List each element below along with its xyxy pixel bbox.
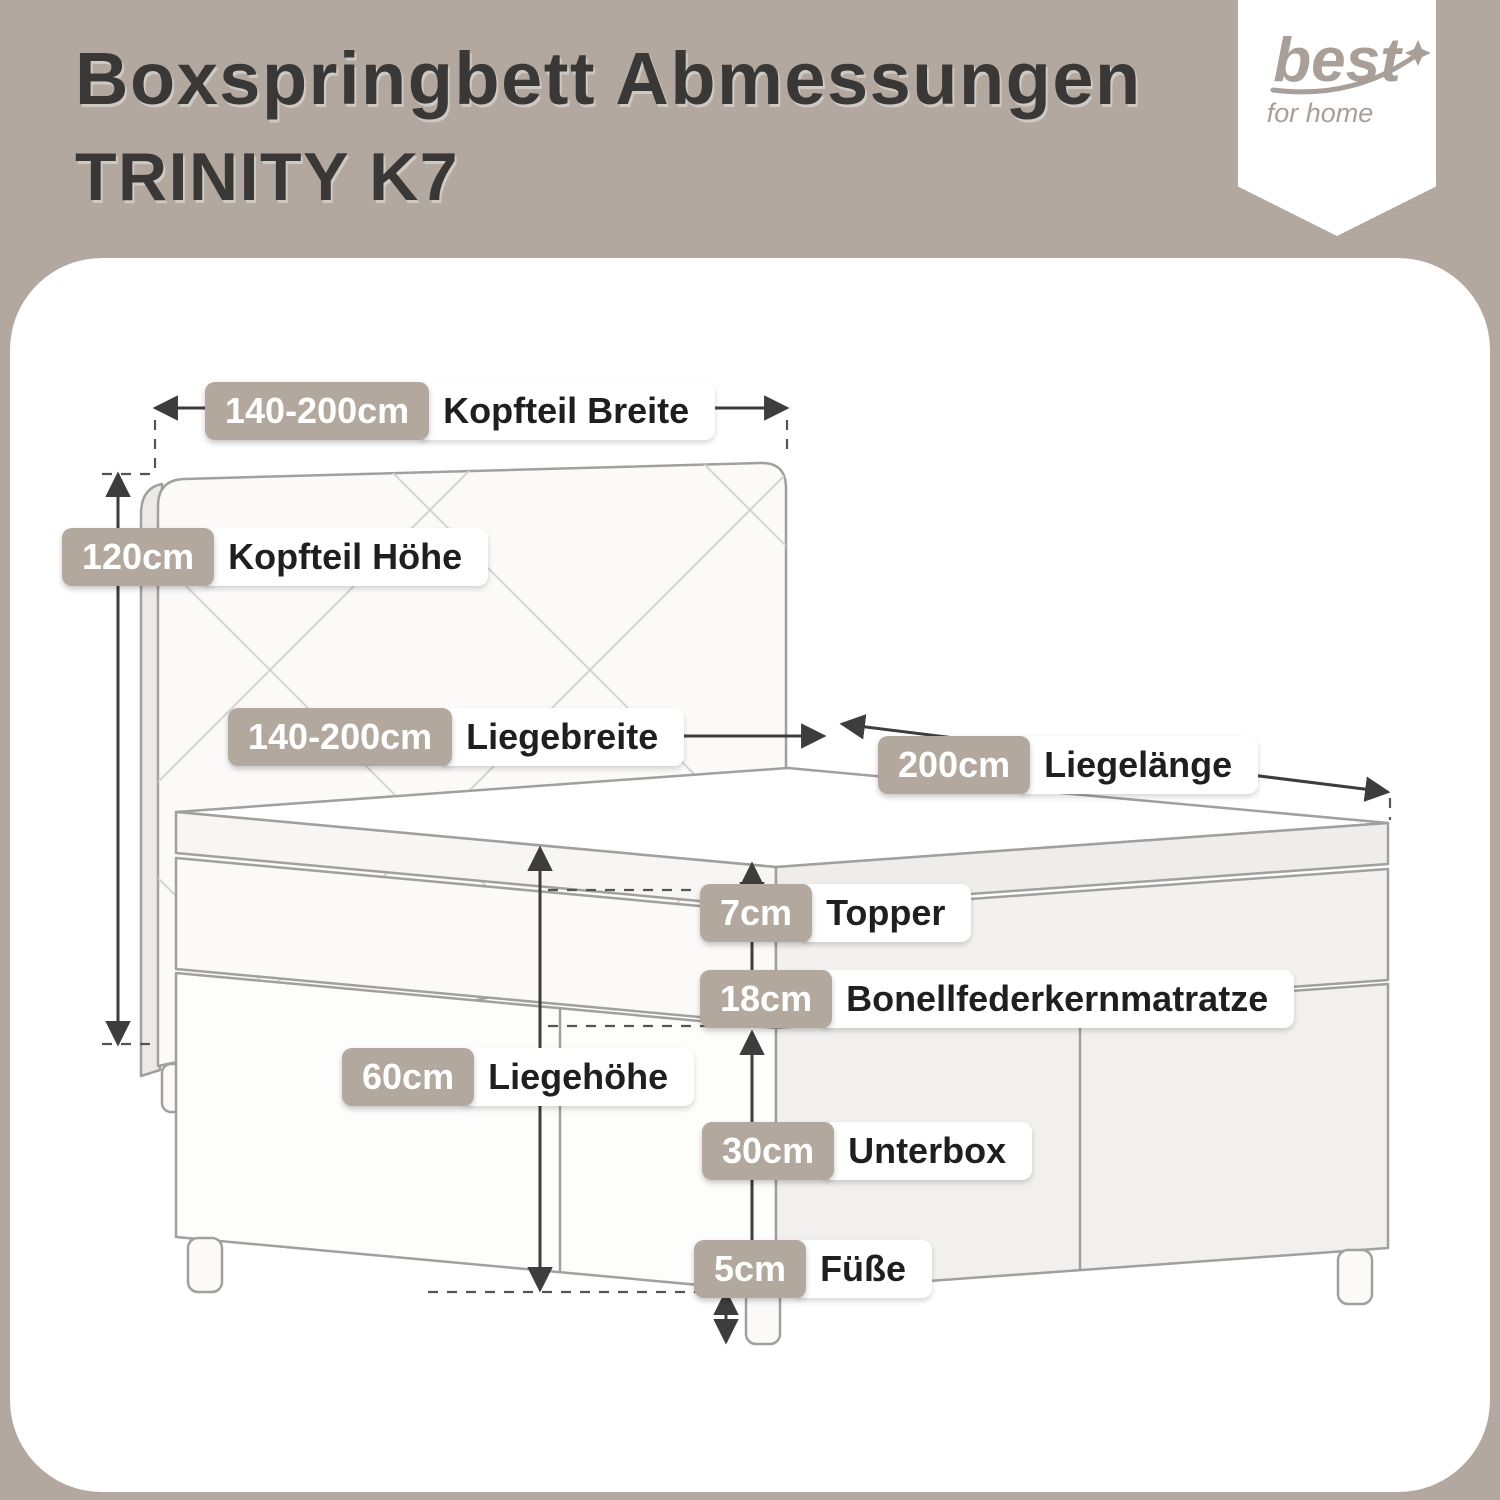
bed-foot-foot-left — [744, 1288, 782, 1346]
brand-ribbon: best for home — [1238, 0, 1436, 236]
dim-text: Liegebreite — [440, 708, 685, 766]
dim-label-topper: 7cm Topper — [700, 884, 972, 942]
title-line2: TRINITY K7 — [75, 139, 460, 215]
dim-label-kopfteil-breite: 140-200cm Kopfteil Breite — [205, 382, 716, 440]
dim-value: 7cm — [700, 884, 813, 942]
brand-name: best — [1270, 30, 1432, 95]
dim-text: Füße — [794, 1240, 933, 1298]
dim-text: Topper — [800, 884, 972, 942]
dim-value: 30cm — [702, 1122, 835, 1180]
title-line1: Boxspringbett Abmessungen — [75, 37, 1142, 120]
dim-label-kopfteil-hoehe: 120cm Kopfteil Höhe — [62, 528, 489, 586]
dim-value: 200cm — [878, 736, 1031, 794]
dim-label-unterbox: 30cm Unterbox — [702, 1122, 1033, 1180]
dim-label-liegebreite: 140-200cm Liegebreite — [228, 708, 685, 766]
dim-value: 18cm — [700, 970, 833, 1028]
dim-text: Liegehöhe — [462, 1048, 695, 1106]
dim-text: Kopfteil Höhe — [202, 528, 489, 586]
dim-text: Kopfteil Breite — [417, 382, 716, 440]
page-title: Boxspringbett Abmessungen TRINITY K7 — [75, 30, 1142, 226]
dim-value: 5cm — [694, 1240, 807, 1298]
dim-text: Liegelänge — [1018, 736, 1259, 794]
bed-feet — [186, 1236, 1374, 1346]
dim-label-matratze: 18cm Bonellfederkernmatratze — [700, 970, 1295, 1028]
dim-text: Bonellfederkernmatratze — [820, 970, 1295, 1028]
dim-value: 140-200cm — [205, 382, 430, 440]
bed-foot-front-left — [186, 1236, 224, 1294]
dim-value: 120cm — [62, 528, 215, 586]
brand-text: best — [1273, 26, 1401, 95]
dim-value: 60cm — [342, 1048, 475, 1106]
unterbox-left-face — [174, 971, 778, 1294]
dim-text: Unterbox — [822, 1122, 1033, 1180]
dim-label-liegelaenge: 200cm Liegelänge — [878, 736, 1259, 794]
dim-label-fuesse: 5cm Füße — [694, 1240, 933, 1298]
dim-value: 140-200cm — [228, 708, 453, 766]
bed-foot-foot-right — [1336, 1248, 1374, 1306]
brand-tagline: for home — [1266, 98, 1374, 128]
dim-label-liegehoehe: 60cm Liegehöhe — [342, 1048, 695, 1106]
